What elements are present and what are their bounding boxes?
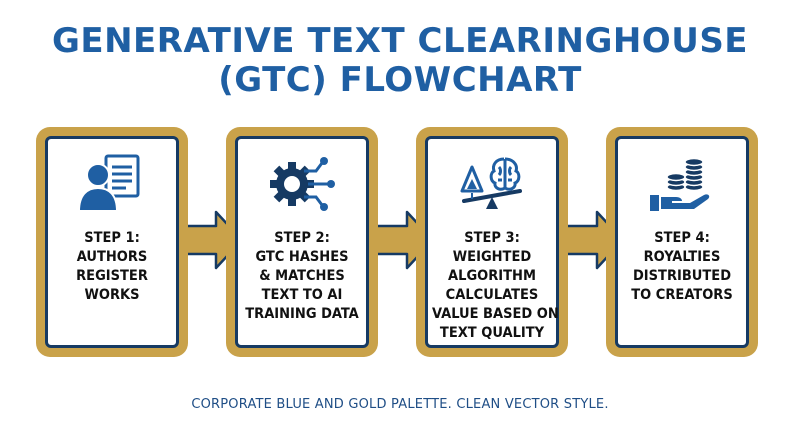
step-label-line: ROYALTIES [643,249,721,265]
step-label-line: & MATCHES [259,268,345,284]
scale-brain-icon [460,157,522,209]
page-title-second-line: (GTC) FLOWCHART [218,60,582,100]
step-card-4: STEP 4: ROYALTIES DISTRIBUTED TO CREATOR… [606,127,758,357]
step-label-line: VALUE BASED ON [432,306,559,322]
step-card-body: STEP 4: ROYALTIES DISTRIBUTED TO CREATOR… [615,136,749,348]
step-card-body: STEP 2: GTC HASHES & MATCHES TEXT TO AI … [235,136,369,348]
footer-caption: CORPORATE BLUE AND GOLD PALETTE. CLEAN V… [191,397,609,412]
gear-circuit-icon [270,157,335,211]
step-label-line: GTC HASHES [255,249,349,265]
step-label-line: ALGORITHM [448,268,536,284]
step-label-line: REGISTER [76,268,148,284]
step-label-line: TEXT TO AI [261,287,343,303]
step-label: STEP 3: WEIGHTED ALGORITHM CALCULATES VA… [432,229,559,343]
step-label-line: CALCULATES [445,287,539,303]
step-card-1: STEP 1: AUTHORS REGISTER WORKS [36,127,188,357]
step-label-line: STEP 3: [464,230,520,246]
step-card-2: STEP 2: GTC HASHES & MATCHES TEXT TO AI … [226,127,378,357]
step-label-line: WORKS [84,287,140,303]
step-label: STEP 2: GTC HASHES & MATCHES TEXT TO AI … [242,229,362,324]
step-label-line: WEIGHTED [452,249,532,265]
step-label: STEP 4: ROYALTIES DISTRIBUTED TO CREATOR… [622,229,742,305]
step-label-line: TO CREATORS [631,287,733,303]
step-label-line: TRAINING DATA [245,306,359,322]
hand-coins-icon [650,157,710,211]
step-label-line: AUTHORS [76,249,148,265]
step-card-3: STEP 3: WEIGHTED ALGORITHM CALCULATES VA… [416,127,568,357]
page-title: GENERATIVE TEXT CLEARINGHOUSE [51,21,749,61]
step-label: STEP 1: AUTHORS REGISTER WORKS [52,229,172,305]
step-label-line: DISTRIBUTED [632,268,732,284]
author-document-icon [77,154,140,212]
step-label-line: TEXT QUALITY [439,325,545,341]
step-label-line: STEP 4: [654,230,710,246]
step-label-line: STEP 2: [274,230,330,246]
step-card-body: STEP 1: AUTHORS REGISTER WORKS [45,136,179,348]
step-label-line: STEP 1: [84,230,140,246]
step-card-body: STEP 3: WEIGHTED ALGORITHM CALCULATES VA… [425,136,559,348]
